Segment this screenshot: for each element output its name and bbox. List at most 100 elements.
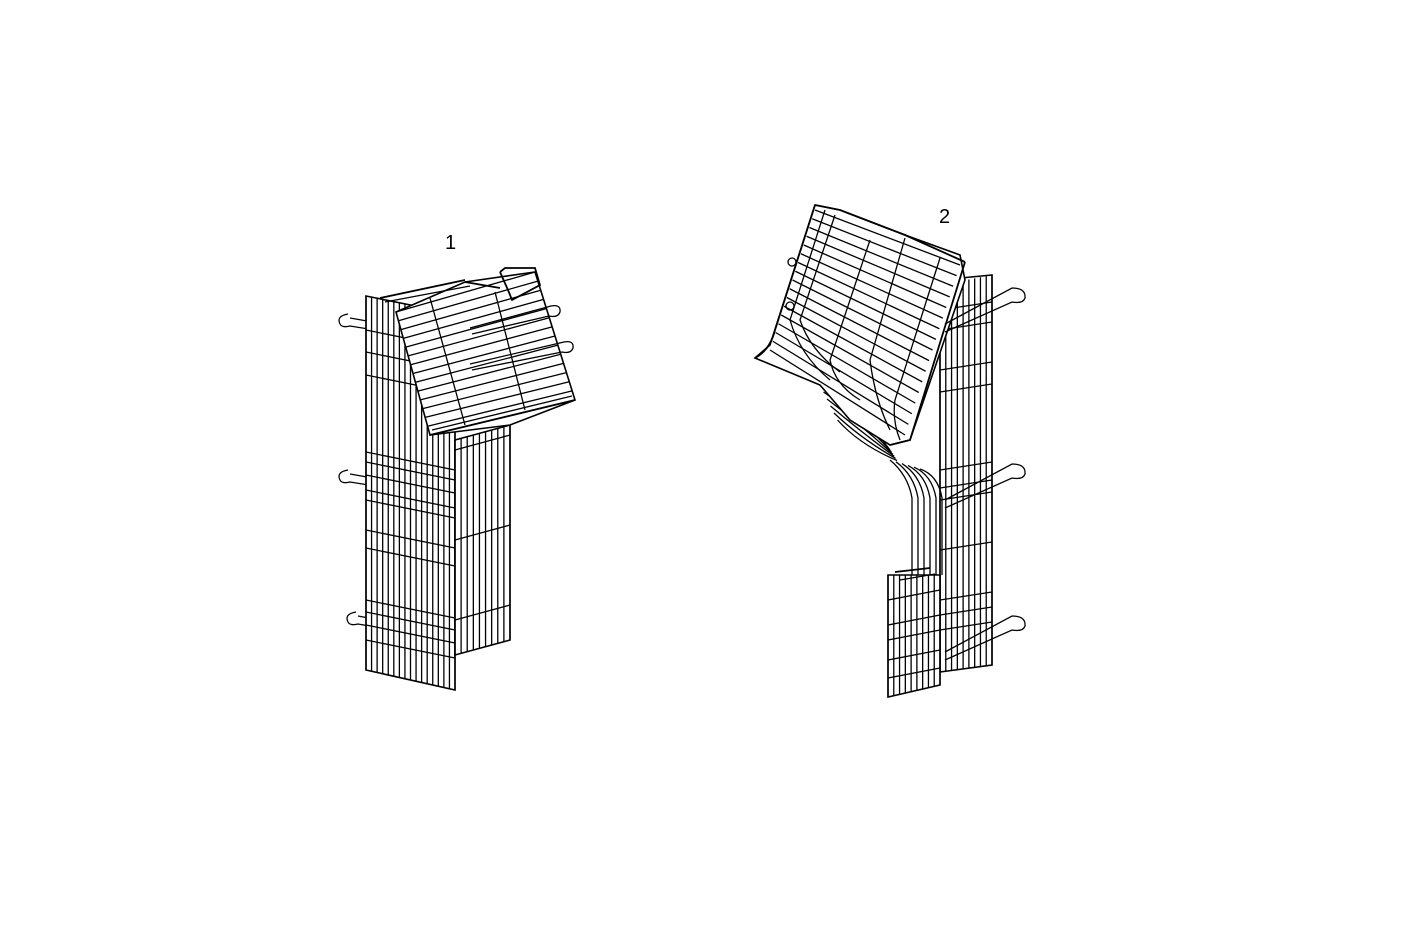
head-bar [809, 226, 954, 287]
box-stirrup [887, 667, 941, 679]
head-bar [803, 244, 947, 309]
reinforcement-cage-1: 1 [338, 232, 576, 691]
side-stirrups [454, 434, 511, 621]
side-vertical-bars [454, 425, 511, 655]
head-bar [417, 353, 561, 392]
stirrup [365, 529, 456, 549]
head-long-bar [869, 237, 906, 431]
head-bar [780, 314, 920, 394]
stirrup [365, 547, 456, 567]
transition-bar [889, 459, 913, 575]
transition-bar [901, 463, 925, 575]
head-long-bar [429, 297, 466, 426]
hook [469, 304, 561, 335]
stirrup [365, 599, 456, 619]
head-bar [403, 298, 544, 339]
part-2-label: 2 [939, 206, 950, 228]
head-bar [398, 280, 539, 322]
head-bar [415, 344, 559, 383]
stirrup [939, 591, 993, 601]
head-edge [754, 204, 816, 359]
head-bar [427, 390, 573, 427]
head-bar [806, 235, 950, 298]
box-stirrup [887, 614, 941, 626]
stirrup [365, 639, 456, 659]
head-bar [786, 296, 926, 372]
head-right-edge [889, 261, 966, 446]
stirrup [454, 604, 511, 621]
stirrup [365, 451, 456, 471]
hook [944, 615, 1026, 661]
back-column-stirrups [939, 301, 993, 631]
head-edge [464, 281, 501, 289]
back-column-face [939, 274, 993, 673]
hook [338, 313, 451, 343]
head-notch [499, 267, 542, 302]
head-top-edge [814, 204, 966, 263]
back-column-vertical-bars [939, 275, 993, 672]
head-long-bar [829, 239, 871, 401]
head-bar [778, 323, 916, 404]
head-long-bar [789, 209, 831, 381]
bar-end [787, 257, 797, 267]
hook [346, 611, 451, 641]
head-bar [769, 349, 906, 436]
head-bottom-edge [431, 395, 573, 431]
box-stirrup [887, 649, 941, 661]
head-bar [395, 271, 536, 313]
stirrup [365, 611, 456, 631]
stirrup [365, 499, 456, 519]
stirrup [365, 489, 456, 509]
transition-bar [830, 405, 895, 457]
head-bars [379, 271, 576, 436]
stirrup [939, 479, 993, 489]
stirrup [939, 621, 993, 631]
transition-bar [833, 412, 896, 459]
stirrup [454, 524, 511, 541]
bar-end [785, 301, 795, 311]
transition-bar [919, 468, 943, 575]
part-1-label: 1 [445, 232, 456, 254]
head-bar [783, 305, 923, 383]
head-bar [811, 218, 957, 277]
stirrup [365, 624, 456, 644]
lower-box-bars [887, 567, 941, 697]
head-bottom-edge [429, 399, 576, 436]
head-top-edge [384, 285, 471, 303]
head-bar [800, 253, 944, 319]
head-bar [405, 307, 547, 348]
hook [944, 463, 1026, 509]
head-bar [775, 331, 913, 415]
stirrup [939, 606, 993, 616]
box-stirrup [887, 589, 941, 601]
head-long-bar [893, 257, 941, 441]
box-top [899, 573, 936, 581]
stirrup [365, 474, 456, 494]
stirrup [939, 361, 993, 371]
hooks-right [469, 304, 574, 371]
column-side-face [454, 423, 511, 657]
box-stirrup [887, 629, 941, 641]
stirrup [365, 461, 456, 481]
head-bar [410, 326, 553, 366]
stirrup [939, 461, 993, 471]
lower-box-face [887, 574, 941, 699]
stirrup [939, 541, 993, 551]
reinforcement-cage-2: 2 [753, 204, 1026, 699]
head-bar [407, 317, 550, 357]
head-bar [795, 270, 937, 340]
transition-bar [907, 464, 931, 575]
head-bar [789, 288, 930, 362]
head-bar [420, 362, 564, 401]
transition-bar [895, 461, 919, 575]
transition-bar [913, 466, 937, 575]
head-bar [792, 279, 933, 351]
head-long-bar [494, 291, 526, 411]
head-bar [814, 209, 961, 266]
hook [469, 340, 574, 371]
head-long-bar [799, 214, 841, 373]
hooks-right-2 [944, 287, 1026, 661]
head-bar [797, 261, 940, 330]
stirrup [939, 383, 993, 393]
